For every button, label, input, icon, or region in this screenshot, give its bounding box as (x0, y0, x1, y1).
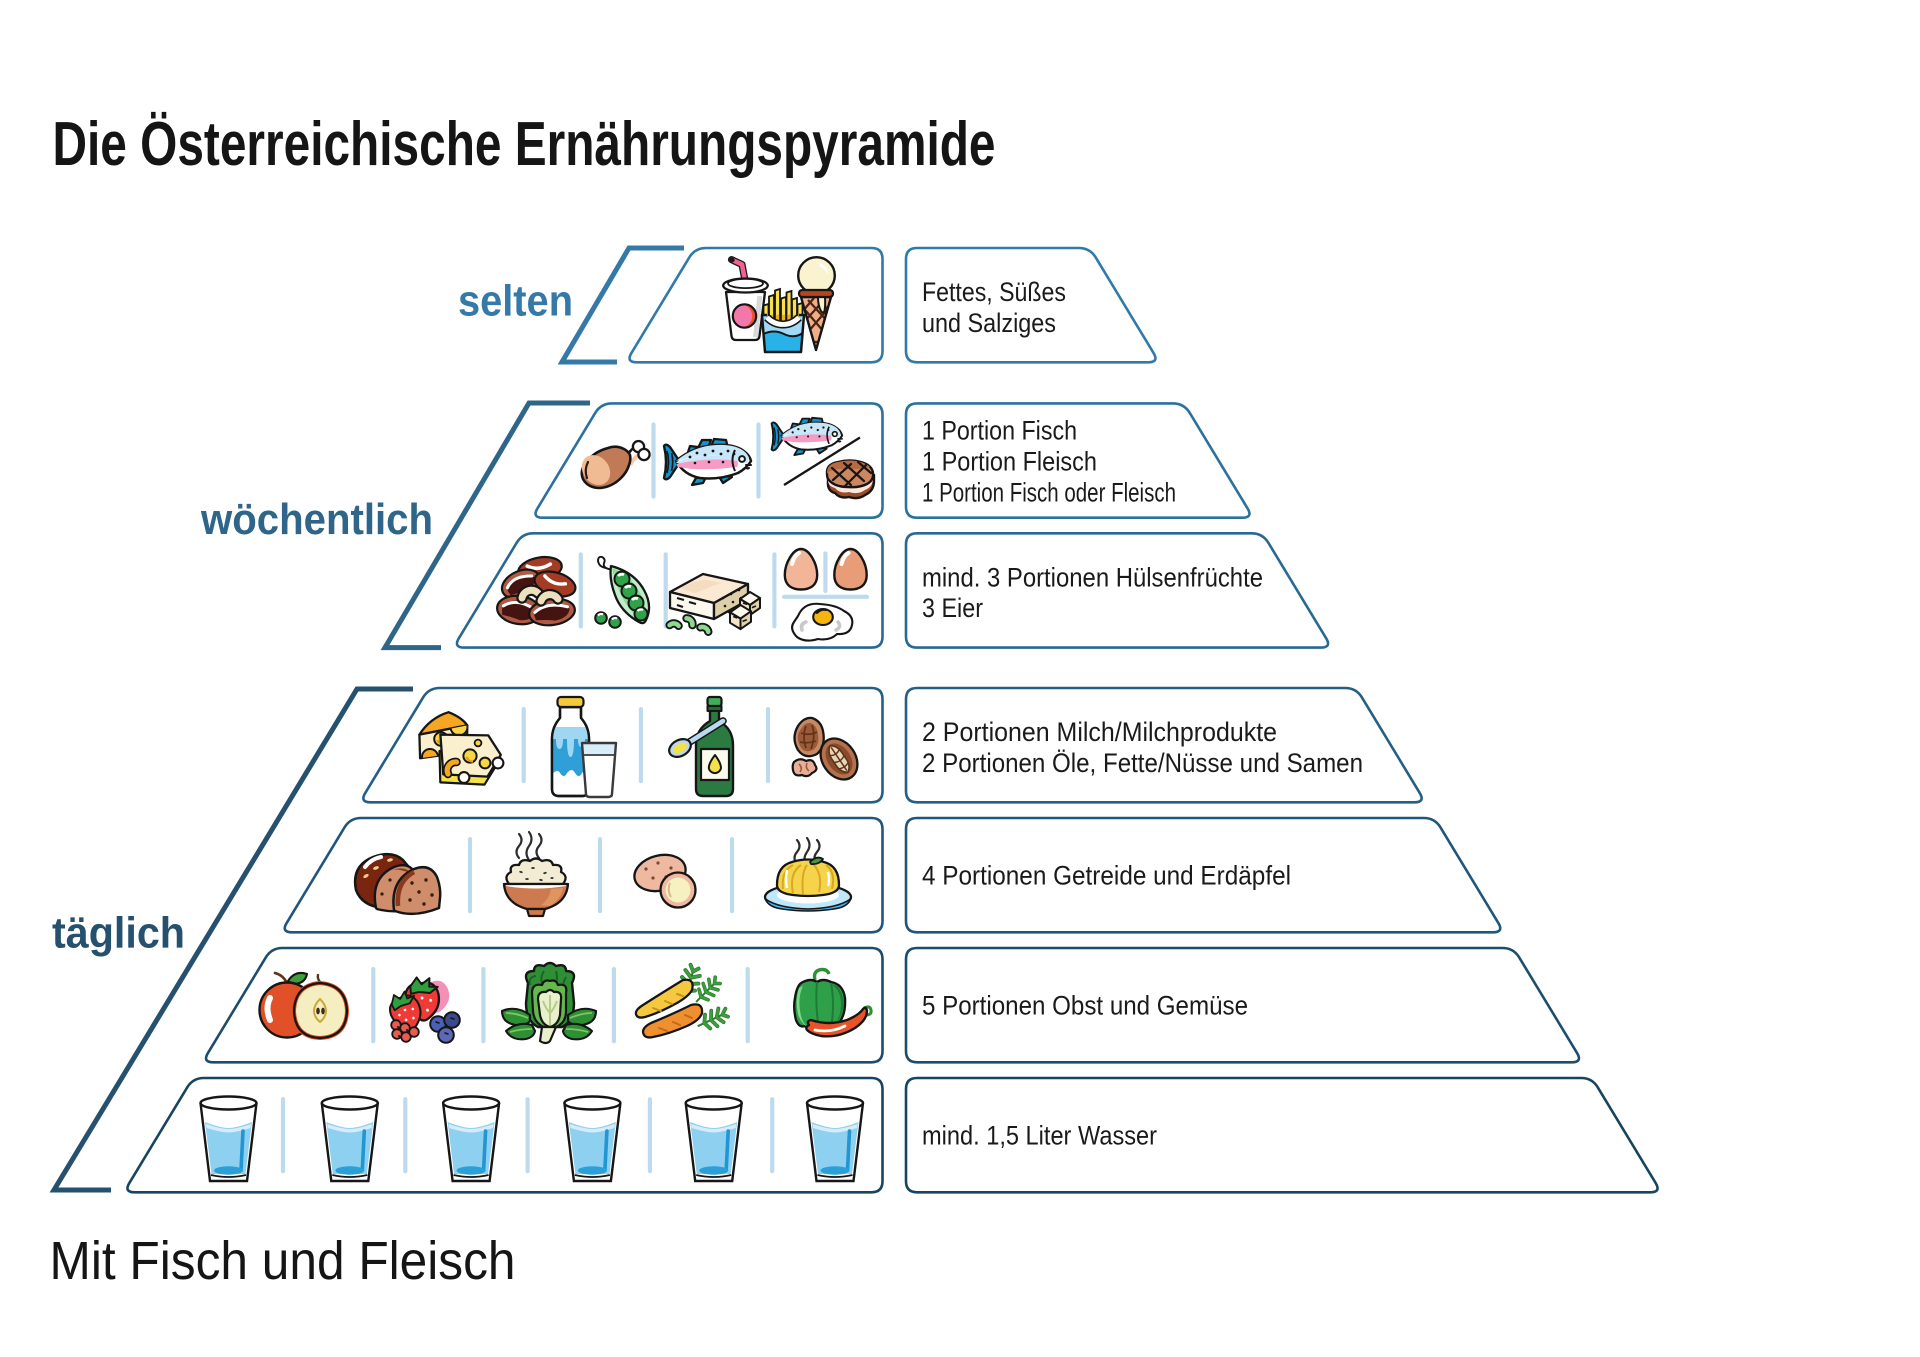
svg-text:1 Portion Fleisch: 1 Portion Fleisch (922, 447, 1097, 477)
svg-text:täglich: täglich (52, 909, 185, 958)
svg-text:Mit Fisch und Fleisch: Mit Fisch und Fleisch (50, 1231, 516, 1291)
svg-text:wöchentlich: wöchentlich (200, 495, 433, 544)
svg-text:Die Österreichische Ernährungs: Die Österreichische Ernährungspyramide (53, 110, 996, 179)
svg-text:Fettes, Süßes: Fettes, Süßes (922, 277, 1066, 307)
svg-text:3 Eier: 3 Eier (922, 593, 983, 623)
svg-text:selten: selten (458, 277, 573, 326)
svg-text:4 Portionen Getreide und Erdäp: 4 Portionen Getreide und Erdäpfel (922, 861, 1291, 891)
svg-text:5 Portionen Obst und Gemüse: 5 Portionen Obst und Gemüse (922, 991, 1248, 1021)
svg-text:mind. 1,5 Liter Wasser: mind. 1,5 Liter Wasser (922, 1121, 1157, 1151)
svg-text:mind. 3 Portionen Hülsenfrücht: mind. 3 Portionen Hülsenfrüchte (922, 562, 1263, 592)
svg-text:1 Portion Fisch: 1 Portion Fisch (922, 416, 1077, 446)
svg-text:1 Portion Fisch oder Fleisch: 1 Portion Fisch oder Fleisch (922, 478, 1176, 508)
svg-text:2 Portionen Öle, Fette/Nüsse u: 2 Portionen Öle, Fette/Nüsse und Samen (922, 748, 1363, 778)
svg-text:2 Portionen Milch/Milchprodukt: 2 Portionen Milch/Milchprodukte (922, 717, 1277, 747)
svg-text:und Salziges: und Salziges (922, 308, 1056, 338)
